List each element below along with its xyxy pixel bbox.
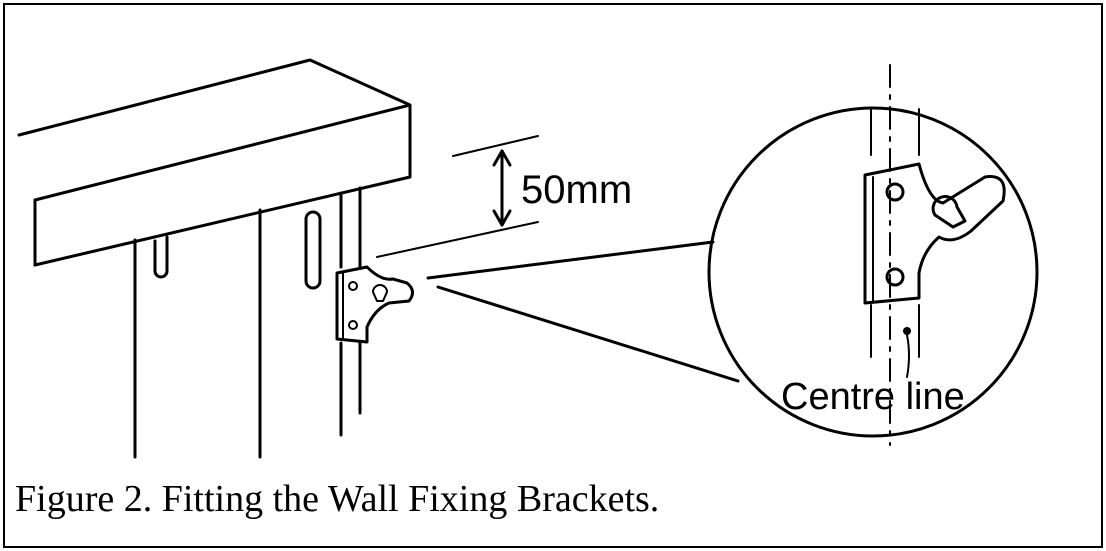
dimension-50mm: 50mm	[376, 135, 632, 258]
slat-slot-right	[304, 210, 322, 290]
small-bracket	[335, 265, 414, 344]
blind-slats	[133, 186, 362, 459]
figure-caption: Figure 2. Fitting the Wall Fixing Bracke…	[15, 478, 660, 520]
keyhole-slot	[931, 195, 967, 229]
centre-line-label: Centre line	[781, 376, 965, 418]
headrail	[17, 58, 412, 267]
bracket-hole-top	[885, 182, 905, 202]
large-bracket	[863, 162, 1006, 305]
callout-leader	[426, 240, 740, 383]
dimension-label: 50mm	[521, 168, 632, 212]
detail-circle: Centre line	[707, 64, 1039, 446]
bracket-fitting-illustration: 50mm Centre line	[17, 58, 1039, 459]
bracket-hole-bottom	[885, 267, 905, 287]
slat-slot-left	[153, 235, 169, 279]
figure-frame: 50mm Centre line F	[3, 3, 1103, 548]
